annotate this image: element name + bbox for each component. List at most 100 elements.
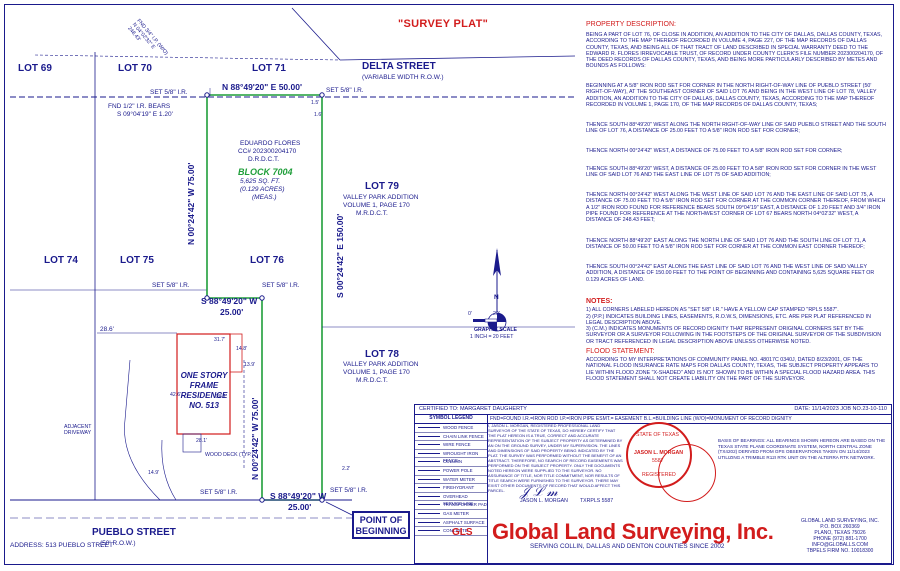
monument-label: SET 5/8" I.R. bbox=[262, 282, 300, 289]
flood-heading: FLOOD STATEMENT: bbox=[586, 348, 655, 355]
note-item: 2) (P.P.) INDICATES BUILDING LINES, EASE… bbox=[586, 314, 872, 327]
description-paragraph: BEGINNING AT A 5/8" IRON ROD SET FOR COR… bbox=[586, 83, 877, 108]
company-info-line: P.O. BOX 260369 bbox=[820, 524, 860, 530]
monument-label: SET 5/8" I.R. bbox=[330, 487, 368, 494]
scale-ratio: 1 INCH = 20 FEET bbox=[470, 334, 514, 340]
company-info-line: TBPELS FIRM NO. 10018300 bbox=[806, 548, 874, 554]
found-rod-bearing: S 09°04'19" E 1.20' bbox=[117, 111, 173, 118]
date-job: DATE: 11/14/2023 JOB NO.23-10-110 bbox=[794, 406, 887, 412]
lot-label: LOT 78 bbox=[365, 349, 399, 360]
valley-record-2: M.R.D.C.T. bbox=[356, 377, 388, 384]
description-paragraph: THENCE SOUTH 00°24'42" EAST ALONG THE EA… bbox=[586, 264, 875, 283]
dimension-label: 28.6' bbox=[100, 326, 114, 333]
company-serving: SERVING COLLIN, DALLAS AND DENTON COUNTI… bbox=[530, 543, 725, 550]
dimension-label: 14.9' bbox=[148, 470, 160, 476]
lot-label: LOT 76 bbox=[250, 255, 284, 266]
delta-street-row: (VARIABLE WIDTH R.O.W.) bbox=[362, 74, 444, 81]
delta-street-label: DELTA STREET bbox=[362, 61, 436, 72]
company-info-line: PHONE (972) 881-1700 bbox=[813, 536, 867, 542]
call-west-bot: N 00°24'42" W 75.00' bbox=[250, 397, 260, 480]
abbreviations-row: FND=FOUND I.R.=IRON ROD I.P.=IRON PIPE E… bbox=[487, 414, 891, 424]
wood-deck-label: WOOD DECK (TYP.) bbox=[205, 452, 254, 458]
surveyor-name: JASON L. MORGAN bbox=[520, 498, 568, 504]
owner-name: EDUARDO FLORES bbox=[240, 140, 301, 147]
description-paragraph: BEING A PART OF LOT 76, OF CLOSE IN ADDI… bbox=[586, 32, 884, 70]
call-south-dist: 25.00' bbox=[288, 502, 312, 512]
corner-marker bbox=[319, 497, 325, 503]
legend-title: SYMBOL LEGEND bbox=[415, 414, 487, 424]
monument-label: SET 5/8" I.R. bbox=[152, 282, 190, 289]
residence-line-3: RESIDENCE bbox=[180, 391, 228, 400]
sheet-border bbox=[4, 4, 894, 565]
monument-label: SET 5/8" I.R. bbox=[326, 87, 364, 94]
delta-north-line bbox=[339, 55, 576, 61]
description-paragraph: THENCE NORTH 88°49'20" EAST ALONG THE NO… bbox=[586, 238, 866, 251]
walk-curve bbox=[161, 439, 177, 501]
residence-line-1: ONE STORY bbox=[180, 371, 228, 380]
symbol-legend: SYMBOL LEGEND WOOD FENCE CHAIN LINK FENC… bbox=[415, 414, 488, 564]
lot-label: LOT 75 bbox=[120, 255, 154, 266]
company-logo-letters: GLS bbox=[452, 527, 473, 538]
company-info-line: INFO@GLOBALLS.COM bbox=[811, 542, 869, 548]
valley-addition-2: VALLEY PARK ADDITION bbox=[343, 361, 419, 368]
legend-item: TRANSFORMER PAD bbox=[415, 501, 487, 510]
company-info: GLOBAL LAND SURVEYING, INC. P.O. BOX 260… bbox=[792, 518, 888, 554]
legend-item: WOOD FENCE bbox=[415, 424, 487, 433]
legend-item: COLUMN bbox=[415, 458, 487, 467]
found-rod-label: FND 1/2" I.R. BEARS bbox=[108, 103, 171, 110]
driveway-label: ADJACENT DRIVEWAY bbox=[64, 424, 92, 436]
note-item: 3) (C.M.) INDICATES MONUMENTS OF RECORD … bbox=[586, 326, 882, 345]
dimension-label: 13.9' bbox=[244, 362, 256, 368]
legend-item: OVERHEAD SERVICE LINE bbox=[415, 493, 487, 506]
call-west-top: N 00°24'42" W 75.00' bbox=[186, 162, 196, 245]
pob-line-2: BEGINNING bbox=[355, 526, 407, 536]
owner-doc: CC# 202300204170 bbox=[238, 148, 297, 155]
scale-bar-empty bbox=[484, 318, 498, 323]
legend-item: GAS METER bbox=[415, 510, 487, 519]
seal-text: JASON L. MORGAN bbox=[634, 450, 683, 456]
title-block-header: CERTIFIED TO: MARGARET DAUGHERTY DATE: 1… bbox=[415, 405, 891, 415]
valley-record-1: M.R.D.C.T. bbox=[356, 210, 388, 217]
flood-text: ACCORDING TO MY INTERPRETATIONS OF COMMU… bbox=[586, 357, 878, 382]
residence-outline bbox=[176, 333, 231, 435]
abbreviations: FND=FOUND I.R.=IRON ROD I.P.=IRON PIPE E… bbox=[490, 416, 792, 422]
dimension-label: 1.6' bbox=[314, 112, 323, 118]
call-east: S 00°24'42" E 150.00' bbox=[335, 213, 345, 298]
valley-volume-1: VOLUME 1, PAGE 170 bbox=[343, 202, 410, 209]
description-heading: PROPERTY DESCRIPTION: bbox=[586, 21, 676, 28]
description-paragraph: THENCE SOUTH 88°49'20" WEST ALONG THE NO… bbox=[586, 122, 886, 135]
company-info-line: PLANO, TEXAS 75026 bbox=[814, 530, 866, 536]
page-title: "SURVEY PLAT" bbox=[398, 18, 489, 30]
description-paragraph: THENCE NORTH 00°24'42" WEST ALONG THE WE… bbox=[586, 192, 886, 224]
wood-deck-outline bbox=[182, 433, 202, 453]
lot-line-north bbox=[34, 54, 341, 61]
residence-porch bbox=[229, 333, 243, 373]
block-area-meas: (MEAS.) bbox=[252, 194, 277, 201]
block-name: BLOCK 7004 bbox=[238, 167, 293, 177]
monument-label: SET 5/8" I.R. bbox=[200, 489, 238, 496]
legend-item: WATER METER bbox=[415, 476, 487, 485]
dimension-label: 1.5' bbox=[311, 100, 320, 106]
residence-line-4: NO. 513 bbox=[189, 401, 219, 410]
driveway-curve bbox=[124, 359, 161, 501]
pueblo-street-label: PUEBLO STREET bbox=[92, 527, 176, 538]
legend-item: CONCRETE bbox=[415, 527, 487, 536]
point-of-beginning-box: POINT OF BEGINNING bbox=[352, 511, 410, 539]
dimension-label: 42.6' bbox=[170, 392, 182, 398]
description-paragraph: THENCE NORTH 00°24'42" WEST, A DISTANCE … bbox=[586, 148, 843, 154]
dimension-label: 14.8' bbox=[236, 346, 248, 352]
dimension-label: 31.7' bbox=[214, 337, 226, 343]
block-area-acres: (0.129 ACRES) bbox=[240, 186, 285, 193]
residence-line-2: FRAME bbox=[189, 381, 219, 390]
corner-marker bbox=[259, 497, 265, 503]
block-area-sqft: 5,625 SQ. FT. bbox=[240, 178, 281, 185]
company-stamp bbox=[658, 444, 716, 502]
call-south: S 88°49'20" W bbox=[270, 491, 327, 501]
legend-item: WROUGHT IRON FENCE bbox=[415, 450, 487, 463]
call-mid-dist: 25.00' bbox=[220, 307, 244, 317]
lot-label: LOT 74 bbox=[44, 255, 78, 266]
legend-item: FIREHYDRANT bbox=[415, 484, 487, 493]
north-arrow-letter: N bbox=[494, 294, 499, 301]
corner-marker bbox=[319, 92, 325, 98]
